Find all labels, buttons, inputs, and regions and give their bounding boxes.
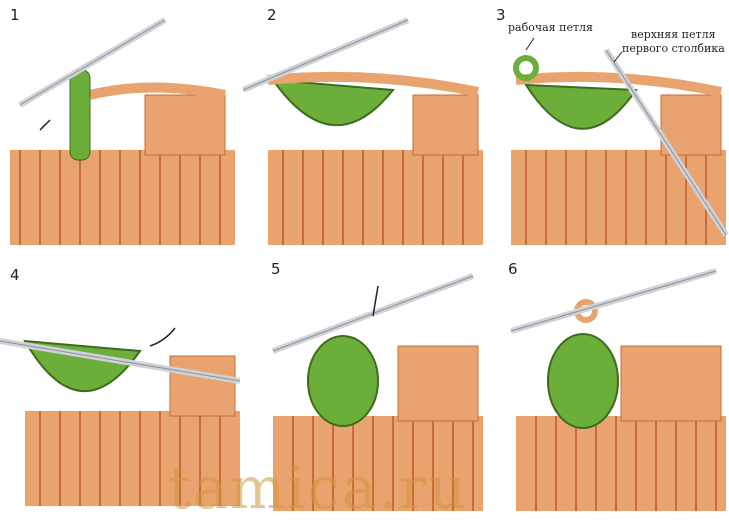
step-3-panel: 3 рабочая петля верхняя петля первого ст… xyxy=(486,0,729,255)
step-1-panel: 1 xyxy=(0,0,243,255)
step-2-illustration xyxy=(243,0,486,255)
step-1-illustration xyxy=(0,0,243,255)
step-6-illustration xyxy=(486,256,729,511)
step-2-panel: 2 xyxy=(243,0,486,255)
step-6-panel: 6 xyxy=(486,256,729,511)
watermark: tamica.ru xyxy=(168,458,468,518)
top-loop-label-line-2: первого столбика xyxy=(622,42,725,55)
working-loop-label: рабочая петля xyxy=(508,21,593,34)
top-loop-label-line-1: верхняя петля xyxy=(631,28,716,41)
